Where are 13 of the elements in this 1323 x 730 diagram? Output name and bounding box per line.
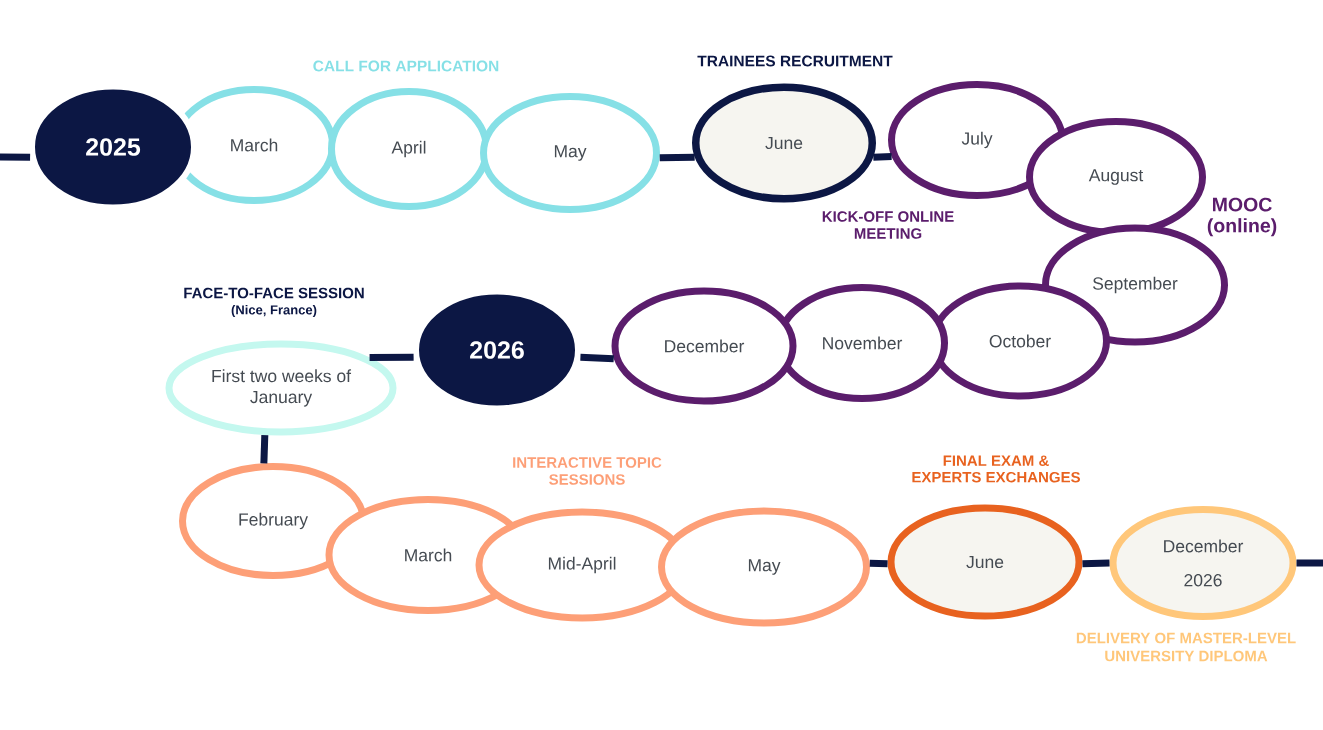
connector-line xyxy=(659,153,695,162)
phase-heading: DELIVERY OF MASTER-LEVEL UNIVERSITY DIPLOMA xyxy=(1076,632,1296,662)
connector-line xyxy=(1296,559,1323,567)
connector-line xyxy=(0,153,31,161)
location-note: (Nice, France) xyxy=(231,304,317,318)
phase-heading: CALL FOR APPLICATION xyxy=(313,60,499,72)
phase-heading: TRAINEES RECRUITMENT xyxy=(697,55,893,67)
phase-heading: FACE-TO-FACE SESSION xyxy=(184,287,364,299)
connector-line xyxy=(260,434,269,464)
phase-heading: INTERACTIVE TOPIC SESSIONS xyxy=(513,457,662,485)
phase-heading: KICK-OFF ONLINE MEETING xyxy=(822,211,954,239)
node-label: September xyxy=(1092,276,1178,294)
phase-heading: FINAL EXAM & EXPERTS EXCHANGES xyxy=(912,455,1080,483)
